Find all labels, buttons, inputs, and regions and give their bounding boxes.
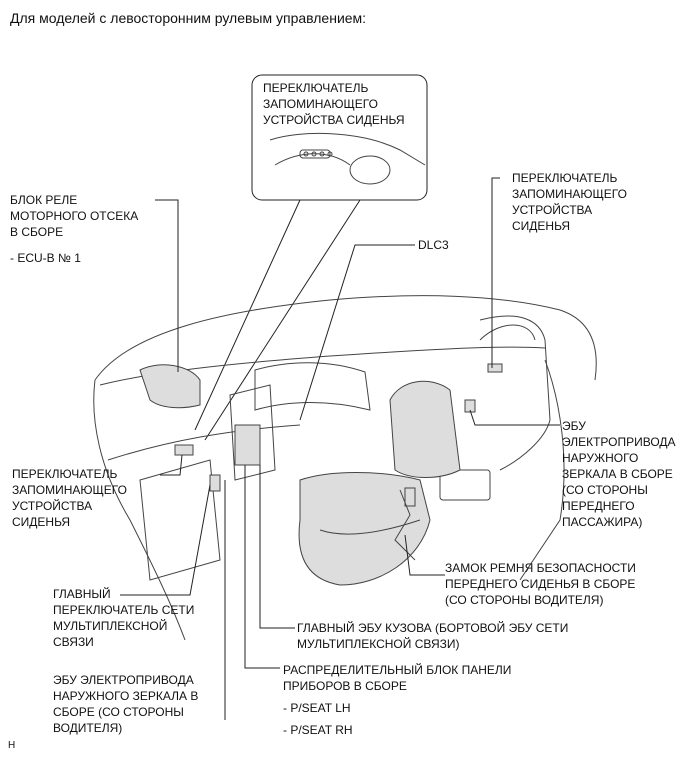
label-mirror-ecu-driver: ЭБУ ЭЛЕКТРОПРИВОДА НАРУЖНОГО ЗЕРКАЛА В С… <box>53 673 199 735</box>
page-title: Для моделей с левосторонним рулевым упра… <box>10 10 367 26</box>
label-memory-switch-right: ПЕРЕКЛЮЧАТЕЛЬ ЗАПОМИНАЮЩЕГО УСТРОЙСТВА С… <box>512 171 627 233</box>
inset-frame <box>251 74 428 201</box>
label-mirror-ecu-passenger: ЭБУ ЭЛЕКТРОПРИВОДА НАРУЖНОГО ЗЕРКАЛА В С… <box>562 419 676 529</box>
corner-mark: H <box>8 740 16 751</box>
label-seatbelt-buckle: ЗАМОК РЕМНЯ БЕЗОПАСНОСТИ ПЕРЕДНЕГО СИДЕН… <box>445 561 636 607</box>
label-pseat-lh: - P/SEAT LH <box>283 701 351 715</box>
label-body-ecu: ГЛАВНЫЙ ЭБУ КУЗОВА (БОРТОВОЙ ЭБУ СЕТИ МУ… <box>297 621 569 651</box>
label-memory-switch-left: ПЕРЕКЛЮЧАТЕЛЬ ЗАПОМИНАЮЩЕГО УСТРОЙСТВА С… <box>12 467 127 529</box>
car-interior-sketch <box>93 295 597 641</box>
label-memory-switch-top: ПЕРЕКЛЮЧАТЕЛЬ ЗАПОМИНАЮЩЕГО УСТРОЙСТВА С… <box>263 81 405 127</box>
label-engine-relay-block: БЛОК РЕЛЕ МОТОРНОГО ОТСЕКА В СБОРЕ <box>10 193 139 239</box>
inset-door-panel <box>269 132 426 185</box>
label-multiplex-switch: ГЛАВНЫЙ ПЕРЕКЛЮЧАТЕЛЬ СЕТИ МУЛЬТИПЛЕКСНО… <box>53 587 195 649</box>
leader-lines <box>120 177 560 720</box>
label-ecu-b: - ECU-B № 1 <box>10 251 81 265</box>
label-dlc3: DLC3 <box>418 238 449 252</box>
label-pseat-rh: - P/SEAT RH <box>283 723 353 737</box>
label-instrument-panel-block: РАСПРЕДЕЛИТЕЛЬНЫЙ БЛОК ПАНЕЛИ ПРИБОРОВ В… <box>283 663 512 693</box>
